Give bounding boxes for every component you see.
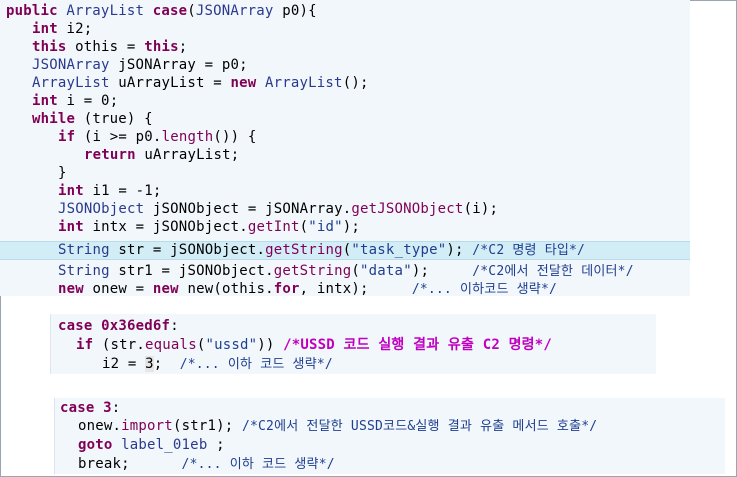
code-line-6: int i = 0; [32, 93, 119, 109]
import-line: onew.import(str1); /*C2에서 전달한 USSD코드&실행 … [78, 418, 598, 434]
comment-break: /*... 이하 코드 생략*/ [181, 457, 335, 472]
code-line-9: return uArrayList; [84, 147, 240, 163]
case-3-line: case 3: [60, 400, 121, 416]
code-line-14: String str = jSONObject.getString("task_… [58, 242, 586, 258]
goto-line: goto label_01eb ; [78, 437, 225, 453]
code-panel-case-3 [54, 398, 725, 474]
comment-onew: /*... 이하코드 생략*/ [411, 282, 558, 297]
code-line-3: this othis = this; [32, 39, 188, 55]
if-ussd-line: if (str.equals("ussd")) /*USSD 코드 실행 결과 … [76, 337, 552, 353]
code-line-5: ArrayList uArrayList = new ArrayList(); [32, 75, 369, 91]
code-line-1: public ArrayList case(JSONArray p0){ [6, 3, 317, 19]
code-line-4: JSONArray jSONArray = p0; [32, 57, 248, 73]
comment-task-type: /*C2 명령 타입*/ [472, 243, 586, 258]
code-line-2: int i2; [32, 21, 93, 37]
code-line-16: new onew = new new(othis.for, intx); /*.… [58, 281, 558, 297]
case-ussd-line: case 0x36ed6f: [58, 318, 179, 334]
code-line-12: JSONObject jSONObject = jSONArray.getJSO… [58, 201, 499, 217]
comment-assign: /*... 이하 코드 생략*/ [179, 357, 333, 372]
comment-data: /*C2에서 전달한 데이터*/ [472, 264, 634, 279]
code-line-7: while (true) { [32, 111, 153, 127]
highlighted-line [0, 241, 690, 260]
code-line-8: if (i >= p0.length()) { [58, 129, 257, 145]
code-line-15: String str1 = jSONObject.getString("data… [58, 263, 634, 279]
comment-ussd-c2: /*USSD 코드 실행 결과 유출 C2 명령*/ [283, 337, 552, 353]
code-line-11: int i1 = -1; [58, 183, 162, 199]
assign-line: i2 = 3; /*... 이하 코드 생략*/ [102, 356, 333, 372]
break-line: break; /*... 이하 코드 생략*/ [78, 456, 335, 472]
code-line-10: } [58, 165, 67, 181]
code-line-13: int intx = jSONObject.getInt("id"); [58, 219, 361, 235]
comment-import: /*C2에서 전달한 USSD코드&실행 결과 유출 메서드 호출*/ [241, 419, 598, 434]
